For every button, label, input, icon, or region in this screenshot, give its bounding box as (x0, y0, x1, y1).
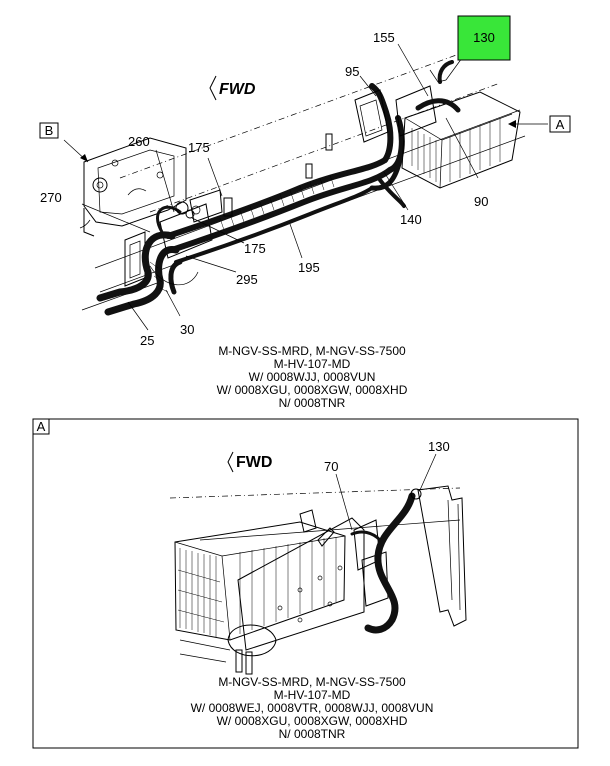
caption-line: W/ 0008WJJ, 0008VUN (249, 370, 376, 384)
detail-frame-line (169, 487, 461, 499)
detail-leader-70 (335, 473, 353, 531)
frame-line (119, 49, 471, 179)
detail-label-box (32, 418, 50, 435)
caption-line: M-HV-107-MD (274, 688, 351, 702)
callout-130: 130 (473, 30, 495, 45)
callout-295: 295 (236, 272, 258, 287)
tank-assembly (401, 60, 521, 189)
clamps (175, 133, 333, 219)
main-view: FWD 130 155 95 A 90 140 175 260 270 175 … (39, 15, 571, 410)
frame-line (81, 281, 161, 311)
detail-tank-assembly (174, 509, 389, 675)
detail-fwd-label: FWD (236, 454, 272, 471)
detail-callout-70: 70 (324, 459, 338, 474)
detail-view-a: A FWD (32, 418, 579, 749)
frame-line (94, 109, 521, 269)
callout-25: 25 (140, 333, 154, 348)
callout-270: 270 (40, 190, 62, 205)
callout-30: 30 (180, 322, 194, 337)
detail-fwd-indicator: FWD (227, 451, 272, 473)
callout-b: B (45, 123, 54, 138)
caption-line: N/ 0008TNR (279, 727, 346, 741)
callout-195: 195 (298, 260, 320, 275)
caption-line: W/ 0008XGU, 0008XGW, 0008XHD (217, 383, 408, 397)
caption-line: M-NGV-SS-MRD, M-NGV-SS-7500 (218, 675, 406, 689)
detail-ref-box-b (39, 122, 59, 139)
fwd-label: FWD (219, 81, 256, 98)
callout-175-upper: 175 (188, 140, 210, 155)
detail-frame-rail (417, 485, 467, 627)
detail-ref-box-a (549, 115, 571, 133)
detail-hose-130 (350, 488, 422, 634)
caption-main: M-NGV-SS-MRD, M-NGV-SS-7500 M-HV-107-MD … (217, 344, 408, 410)
detail-leader-130 (419, 453, 437, 491)
callout-155: 155 (373, 30, 395, 45)
hose-main-run (165, 83, 406, 264)
highlight-box-130 (457, 15, 511, 61)
caption-detail: M-NGV-SS-MRD, M-NGV-SS-7500 M-HV-107-MD … (191, 675, 434, 741)
detail-label: A (37, 419, 46, 434)
caption-line: M-NGV-SS-MRD, M-NGV-SS-7500 (218, 344, 406, 358)
hose-left-drop (96, 205, 199, 316)
caption-line: N/ 0008TNR (279, 396, 346, 410)
frame-bracket (79, 137, 187, 237)
caption-line: W/ 0008XGU, 0008XGW, 0008XHD (217, 714, 408, 728)
frame-line (149, 82, 501, 213)
callout-95: 95 (345, 64, 359, 79)
fwd-indicator: FWD (209, 75, 256, 101)
callout-90: 90 (474, 194, 488, 209)
detail-callout-130: 130 (428, 439, 450, 454)
detail-frame (32, 418, 579, 749)
callout-260: 260 (128, 134, 150, 149)
leader-lines (63, 43, 548, 331)
callout-140: 140 (400, 212, 422, 227)
callout-a: A (556, 117, 565, 132)
caption-line: M-HV-107-MD (274, 357, 351, 371)
caption-line: W/ 0008WEJ, 0008VTR, 0008WJJ, 0008VUN (191, 701, 434, 715)
callout-175-lower: 175 (244, 241, 266, 256)
tank-bracket (354, 85, 437, 143)
